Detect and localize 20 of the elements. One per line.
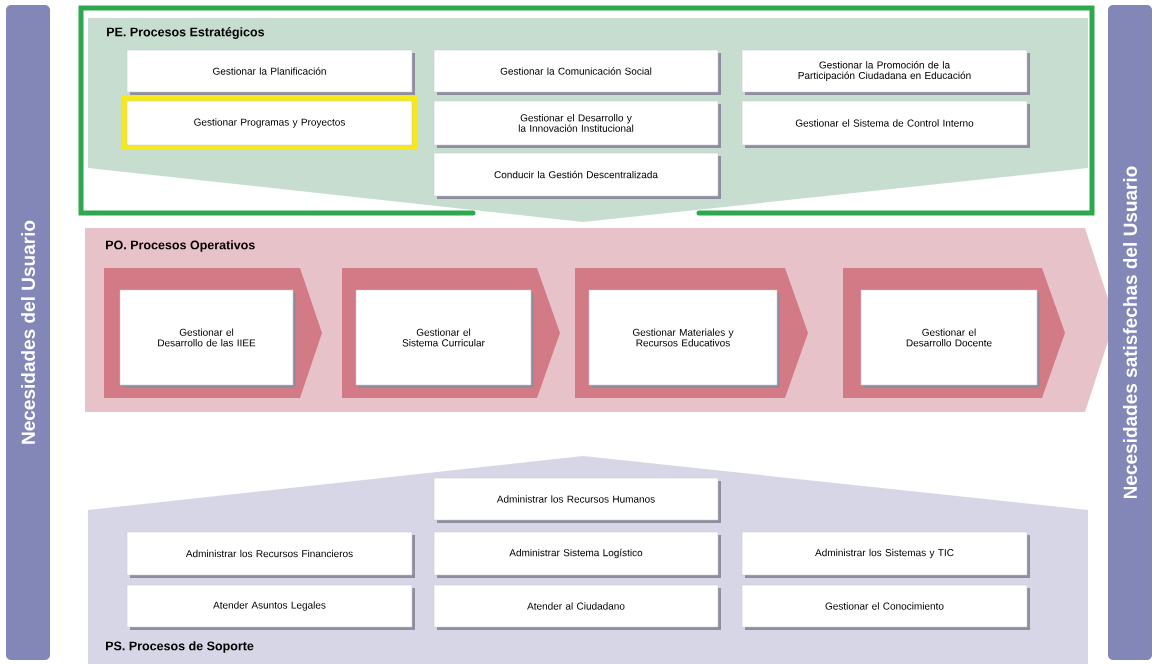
process-box: Conducir la Gestión Descentralizada [433, 152, 721, 199]
chevron-process-box: Gestionar el Sistema Curricular [342, 268, 560, 398]
process-box: Administrar los Recursos Humanos [433, 477, 721, 523]
process-box: Gestionar la Comunicación Social [433, 49, 721, 95]
process-box: Gestionar el Sistema de Control Interno [741, 100, 1030, 148]
chevron-process-box: Gestionar el Desarrollo Docente [843, 268, 1065, 398]
process-box: Administrar los Sistemas y TIC [741, 531, 1030, 578]
chevron-process-box: Gestionar Materiales y Recursos Educativos [575, 268, 808, 398]
process-box: Administrar Sistema Logístico [433, 531, 721, 578]
chevron-process-box: Gestionar el Desarrollo de las IIEE [104, 268, 322, 398]
process-box: Atender Asuntos Legales [126, 584, 415, 630]
process-box: Gestionar el Desarrollo y la Innovación Institucional [433, 100, 721, 148]
process-box: Gestionar Programas y Proyectos [122, 96, 417, 150]
process-box: Gestionar el Conocimiento [741, 584, 1030, 630]
process-box: Gestionar la Planificación [126, 49, 415, 95]
process-box: Administrar los Recursos Financieros [126, 531, 415, 578]
side-band: Necesidades satisfechas del Usuario [1108, 5, 1152, 660]
process-box: Atender al Ciudadano [433, 584, 721, 630]
side-band: Necesidades del Usuario [6, 5, 50, 660]
process-box: Gestionar la Promoción de la Participación Ciudadana en Educación [741, 49, 1030, 95]
